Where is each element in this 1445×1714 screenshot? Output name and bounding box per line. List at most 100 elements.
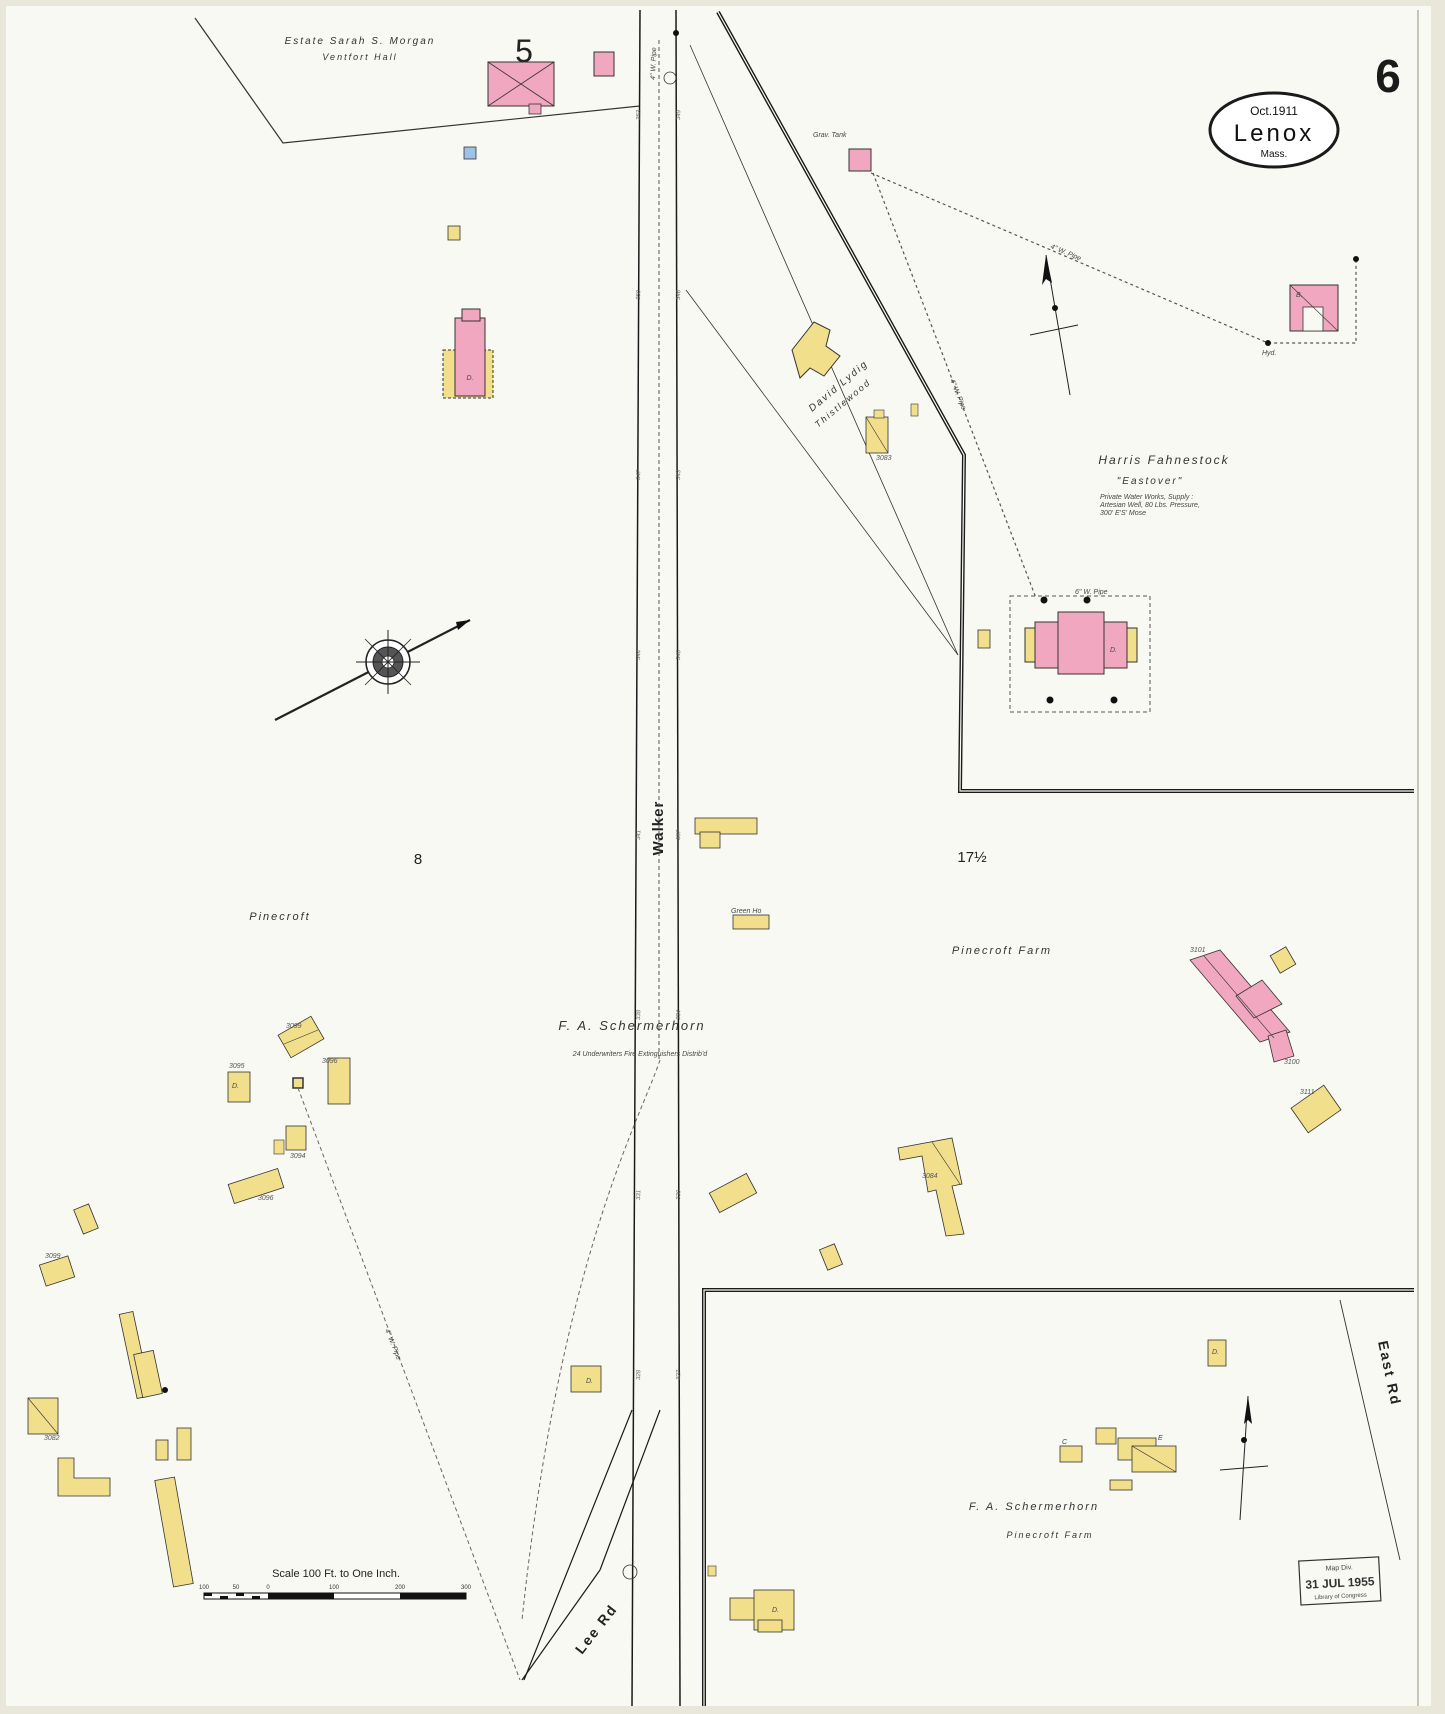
number-3082: 3082 [44,1435,60,1442]
svg-text:334: 334 [676,1009,682,1020]
small-frame-shed [1269,946,1297,974]
hydrant-top [673,30,679,36]
stamp-line-2: 31 JUL 1955 [1305,1574,1375,1592]
walker-street-west-edge [631,9,641,1707]
svg-text:330: 330 [676,1189,682,1200]
estate-boundary-line [194,17,641,144]
title-date: Oct.1911 [1250,104,1298,118]
north-arrow-upper [1029,254,1079,396]
outbuilding-brick [593,51,615,77]
mansion-code: D. [1110,647,1117,654]
pinecroft-farm-south-label: Pinecroft Farm [1006,1530,1093,1540]
lee-road-west-edge [523,1409,633,1681]
scale-tick-label: 200 [395,1585,406,1591]
farm-barn-complex [897,1137,965,1237]
farm-building-cluster [694,817,758,849]
se-dwelling-code: D. [1212,1349,1219,1356]
svg-text:328: 328 [636,1369,642,1380]
ventfort-hall-label: Ventfort Hall [322,52,397,62]
pump-house [292,1077,304,1089]
pinecroft-label: Pinecroft [249,911,310,923]
east-road-edge [1339,1299,1401,1561]
grav-tank-label: Grav. Tank [813,132,847,139]
walker-street-east-edge [675,9,681,1707]
building-3092 [285,1125,307,1151]
small-shed [447,225,461,241]
shed-mid [708,1172,758,1214]
valve-marker [663,71,677,85]
water-works-line-2: Artesian Well, 80 Lbs. Pressure, [1099,502,1200,509]
pinecroft-farm-label: Pinecroft Farm [952,945,1052,957]
number-3092: 3094 [290,1153,306,1160]
west-water-pipe [297,1087,521,1681]
thistlewood-house [791,321,841,379]
water-works-line-3: 300' E'S' Mose [1100,510,1146,517]
sheet-number: 6 [1375,50,1401,102]
extinguishers-note: 24 Underwriters Fire Extinguishers Distr… [572,1051,708,1058]
number-3084: 3084 [922,1173,938,1180]
well-house: B. [1289,284,1339,332]
shed-addition [133,1349,163,1399]
small-shed-mid [818,1243,844,1271]
number-3099: 3099 [286,1023,302,1030]
svg-text:327: 327 [676,1369,682,1380]
svg-text:346: 346 [676,289,682,300]
well-house-code: B. [1296,292,1303,299]
house-code-d: D. [467,375,474,382]
scale-tick-label: 100 [329,1585,340,1591]
harris-fahnestock-label: Harris Fahnestock [1098,453,1229,467]
street-pipe-label: 4" W. Pipe [650,47,658,80]
title-town: Lenox [1234,120,1314,147]
water-works-line-1: Private Water Works, Supply : [1100,494,1193,501]
stamp-line-3: Library of Congress [1314,1593,1367,1602]
house-with-porch: D. [442,308,494,399]
private-water-pipe-east [870,172,1357,344]
number-3094: 3096 [322,1058,338,1065]
svg-text:337: 337 [676,829,682,840]
se-barn-complex: E [1095,1427,1177,1473]
l-shaped-barn [57,1457,111,1497]
se-small-dwelling [1207,1339,1227,1367]
stone-outbuilding [463,146,477,160]
svg-text:350: 350 [636,289,642,300]
eastover-mansion: D. 6" W. Pipe [1009,589,1151,713]
ventfort-hall-building [487,61,555,115]
long-barn [154,1476,194,1588]
schermerhorn-south-label: F. A. Schermerhorn [969,1501,1099,1513]
svg-text:340: 340 [676,649,682,660]
mansion-pipe-label: 6" W. Pipe [1075,589,1108,596]
gravity-tank [848,148,872,172]
building-3111 [1290,1084,1342,1134]
number-3100: 3100 [1284,1059,1300,1066]
library-stamp: Map Div. 31 JUL 1955 Library of Congress [1298,1556,1382,1606]
street-address-numbers: 353 349 350 346 347 343 344 340 341 337 … [636,109,682,1380]
scale-tick-label: 50 [233,1585,240,1591]
south-farm-house: D. [729,1589,795,1633]
scale-tick-label: 0 [266,1585,270,1591]
title-oval: Oct.1911 Lenox Mass. [1208,91,1340,169]
dwelling-code-mid: D. [586,1378,593,1385]
scale-tick-label: 300 [461,1585,472,1591]
paper [6,6,1431,1706]
stamp-line-1: Map Div. [1325,1564,1352,1572]
number-3096: 3096 [258,1195,274,1202]
green-house-label: Green Ho [731,908,761,915]
north-arrow-lower [1219,1395,1269,1521]
number-3095: 3099 [45,1253,61,1260]
svg-text:353: 353 [636,109,642,120]
scale-tick-label: 100 [199,1585,210,1591]
svg-text:341: 341 [636,830,642,840]
svg-text:331: 331 [636,1190,642,1200]
number-3083: 3083 [876,455,892,462]
small-shed [977,629,991,649]
building-3094 [327,1057,351,1105]
barn-3099 [277,1015,325,1059]
green-house [732,914,770,930]
barn-code-e: E [1158,1435,1163,1442]
hydrant [1265,340,1271,346]
svg-text:349: 349 [676,109,682,120]
block-number-8: 8 [414,851,422,868]
number-3093: 3095 [229,1063,245,1070]
dwelling-mid-south [570,1365,602,1393]
